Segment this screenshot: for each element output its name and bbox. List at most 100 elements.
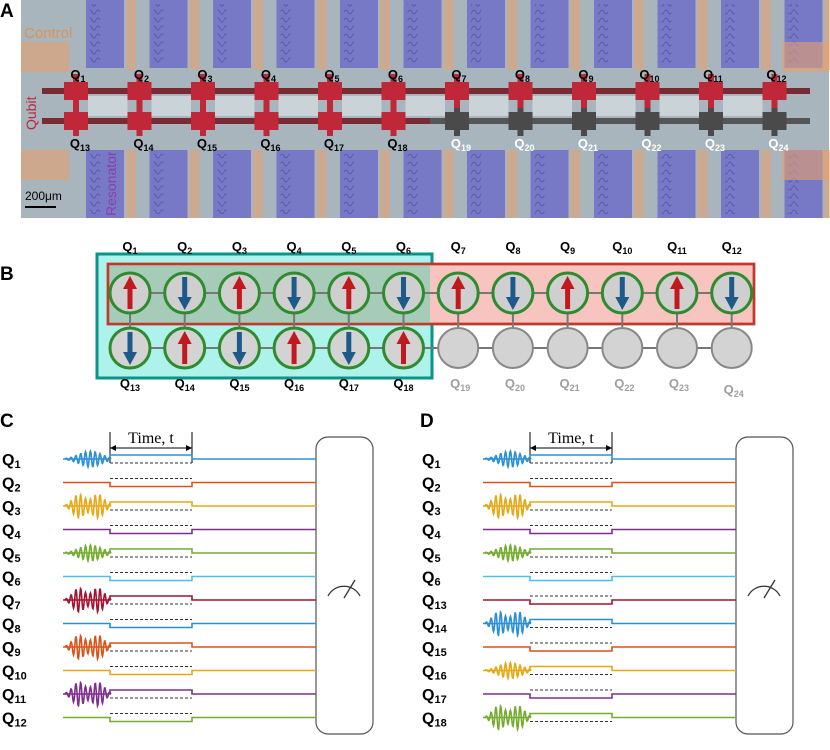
lattice-top-label-index: 7	[461, 246, 466, 256]
channel-letter: Q	[2, 640, 14, 657]
photo-qubit-bottom-label-index: 15	[207, 143, 217, 153]
lattice-bottom-label-index: 16	[294, 383, 304, 393]
qubit-rail-top	[42, 88, 810, 94]
channel-index: 3	[14, 506, 20, 518]
photo-qubit-bottom-label: Q23	[705, 136, 725, 153]
channel-label: Q18	[422, 711, 447, 730]
scale-label: 200μm	[25, 189, 62, 203]
photo-qubit-top-label: Q9	[578, 67, 593, 84]
time-arrowhead-right	[606, 445, 612, 451]
resonator-meander-top	[598, 4, 608, 64]
resonator-meander-bottom	[471, 154, 481, 214]
channel-index: 12	[14, 718, 26, 730]
control-line-top	[634, 0, 644, 70]
lattice-bottom-label-index: 17	[349, 383, 359, 393]
photo-qubit-top-label-letter: Q	[639, 67, 649, 82]
channel-letter: Q	[422, 476, 434, 493]
spin-up-arrow-head	[560, 276, 575, 289]
channel-index: 8	[14, 624, 20, 636]
lattice-bottom-label: Q24	[724, 382, 744, 399]
time-arrowhead-right	[186, 445, 192, 451]
photo-qubit-top-label-index: 9	[589, 74, 594, 84]
photo-qubit-top-label-index: 6	[398, 74, 403, 84]
channel-index: 1	[434, 459, 440, 471]
channel-line	[63, 501, 316, 507]
qubit-bottom-stem	[708, 108, 714, 136]
qubit-coupler	[771, 74, 778, 124]
photo-qubit-top-label-letter: Q	[134, 67, 144, 82]
lattice-top-label: Q2	[177, 239, 192, 256]
control-line-bottom	[380, 150, 390, 218]
coupling-cell	[532, 96, 572, 116]
qubit-node-bottom	[546, 327, 589, 369]
channel-line	[63, 575, 316, 582]
coupling-cell	[278, 96, 318, 116]
qubit-coupler	[390, 74, 397, 124]
photo-qubit-top-label-index: 4	[271, 74, 276, 84]
photo-qubit-top-label: Q11	[703, 67, 723, 84]
coupling-cell	[469, 96, 509, 116]
lattice-top-label-letter: Q	[505, 239, 515, 254]
spin-down-arrow-head	[123, 352, 137, 365]
channel-letter: Q	[422, 499, 434, 516]
photo-qubit-bottom-label: Q21	[578, 136, 598, 153]
pulse-waveform	[484, 448, 532, 470]
spin-down-arrow	[123, 332, 137, 365]
control-corner-bottom-right	[782, 150, 829, 180]
pulse-waveform	[484, 542, 532, 564]
lattice-top-label-letter: Q	[341, 239, 351, 254]
spin-down-arrow	[505, 277, 520, 310]
lattice-top-label-index: 9	[570, 246, 575, 256]
control-line-bottom	[189, 150, 200, 218]
photo-qubit-bottom-label: Q14	[133, 136, 153, 153]
channel-line	[63, 716, 316, 723]
control-line-bottom	[316, 150, 327, 218]
qubit-coupler	[581, 74, 587, 124]
photo-qubit-bottom-label-letter: Q	[70, 136, 80, 151]
control-line-bottom	[697, 150, 708, 218]
qubit-node-bottom	[437, 327, 480, 369]
qubit-node-bottom	[656, 327, 698, 369]
photo-qubit-bottom-label: Q19	[451, 136, 471, 153]
resonator-meander-top	[280, 4, 291, 64]
lattice-bottom-label-letter: Q	[229, 376, 239, 391]
photo-qubit-bottom-label-index: 16	[271, 143, 281, 153]
lattice-bottom-label-index: 15	[239, 383, 249, 393]
coupling-cell	[723, 96, 763, 116]
spin-down-arrow-head	[396, 297, 411, 310]
channel-label: Q2	[422, 476, 441, 495]
spin-down-arrow	[396, 277, 411, 310]
photo-qubit-top-label-letter: Q	[703, 67, 713, 82]
lattice-bottom-label-letter: Q	[339, 376, 349, 391]
qubit-coupler	[327, 74, 333, 124]
channel-letter: Q	[2, 711, 14, 728]
spin-up-arrow	[123, 276, 137, 309]
panel-b-label: B	[0, 264, 14, 285]
channel-label: Q1	[2, 452, 21, 471]
channel-letter: Q	[2, 687, 14, 704]
channel-letter: Q	[422, 711, 434, 728]
lattice-bottom-label: Q15	[229, 376, 249, 393]
channel-letter: Q	[2, 664, 14, 681]
channel-index: 5	[14, 553, 20, 565]
lattice-top-label-index: 5	[351, 246, 356, 256]
control-line-top	[253, 0, 263, 70]
spin-up-arrow-head	[177, 331, 192, 344]
lattice-bottom-label-letter: Q	[120, 376, 130, 391]
control-corner-top-right	[782, 42, 829, 72]
lattice-top-label-letter: Q	[560, 239, 570, 254]
lattice-bottom-label: Q17	[339, 376, 359, 393]
resonator-meander-top	[217, 4, 227, 64]
pulse-waveform	[64, 633, 112, 662]
coupling-cell	[215, 96, 255, 116]
lattice-bottom-label-letter: Q	[284, 376, 294, 391]
spin-up-arrow-head	[396, 331, 411, 344]
pulse-waveform	[64, 586, 112, 615]
control-line-bottom	[634, 150, 644, 218]
spin-down-arrow	[615, 277, 630, 310]
lattice-bottom-label: Q14	[175, 376, 195, 393]
photo-qubit-bottom-label-letter: Q	[197, 136, 207, 151]
control-line-top	[824, 0, 830, 70]
